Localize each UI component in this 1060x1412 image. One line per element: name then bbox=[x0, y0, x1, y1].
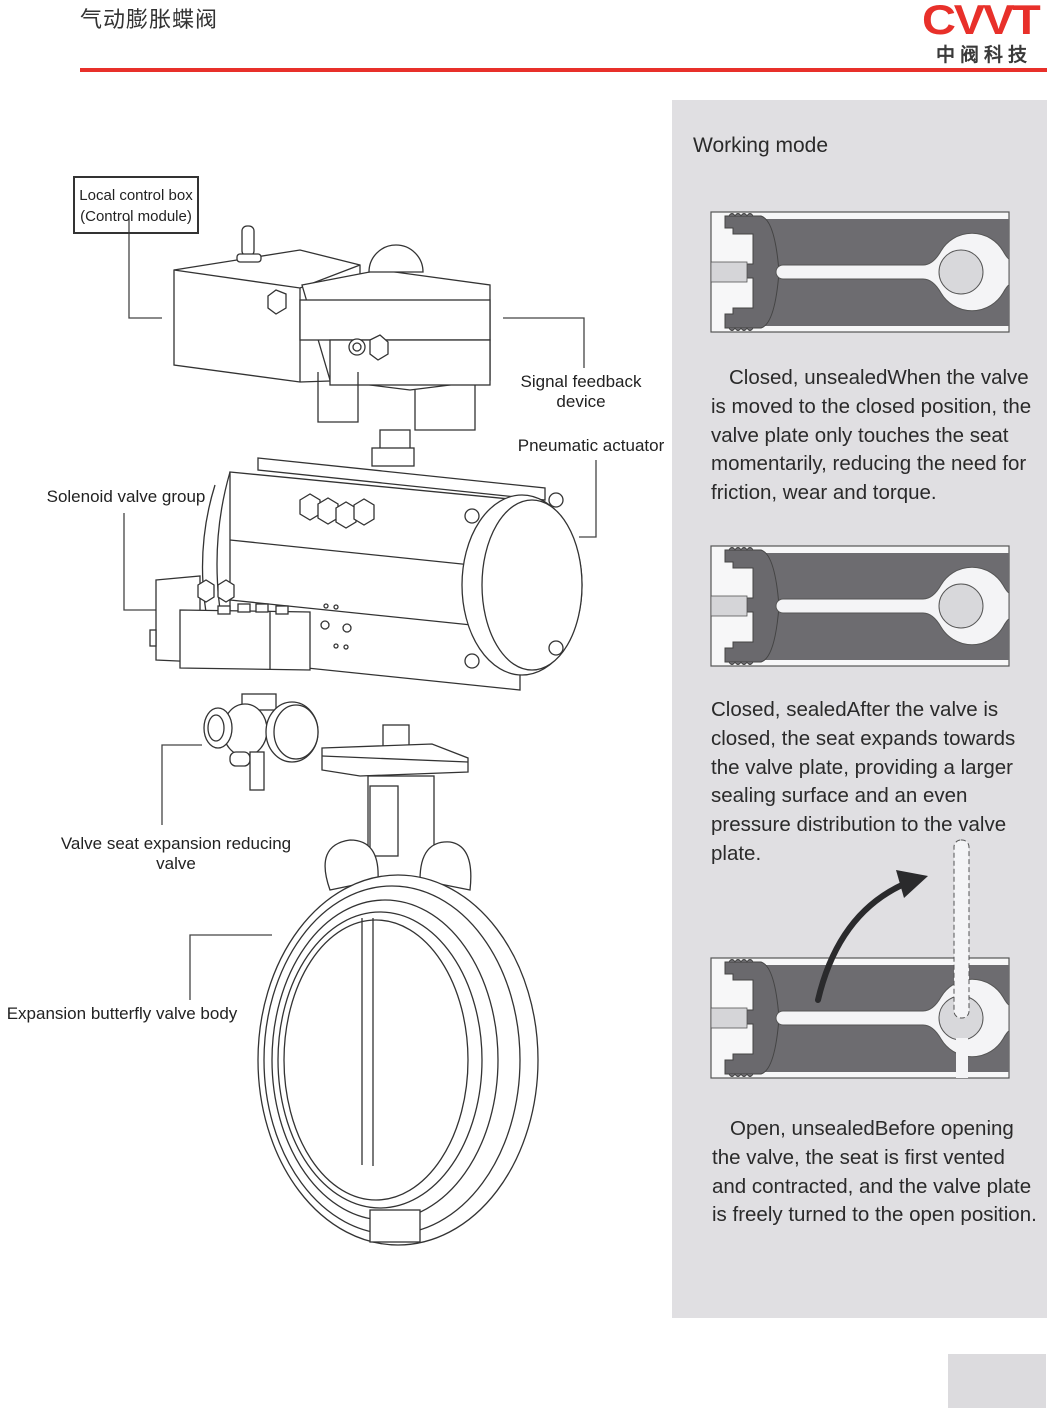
rotation-arrow-icon bbox=[815, 882, 905, 1003]
butterfly-valve-body-drawing bbox=[257, 724, 539, 1246]
mode-closed-unsealed-diagram bbox=[710, 211, 1010, 333]
label-control-box-line2: (Control module) bbox=[80, 208, 192, 225]
label-signal-feedback-line2: device bbox=[556, 392, 606, 411]
label-seat-valve-line1: Valve seat expansion reducing bbox=[60, 834, 292, 853]
mode-open-unsealed-diagram bbox=[710, 839, 1010, 1079]
arrow-head-icon bbox=[896, 870, 928, 898]
page-corner-block bbox=[948, 1354, 1046, 1408]
brand-subtitle: 中阀科技 bbox=[936, 44, 1033, 66]
mode-closed-sealed-diagram bbox=[710, 545, 1010, 667]
label-seat-valve-line2: valve bbox=[156, 854, 196, 873]
mode-closed-unsealed-text: Closed, unsealedWhen the valve is moved … bbox=[711, 366, 1032, 505]
mode-open-unsealed-text: Open, unsealedBefore opening the valve, … bbox=[712, 1117, 1037, 1227]
solenoid-valve-group-drawing bbox=[149, 575, 311, 671]
label-pneumatic-actuator: Pneumatic actuator bbox=[517, 436, 665, 455]
page-title: 气动膨胀蝶阀 bbox=[80, 8, 219, 33]
brand-wordmark: CVVT bbox=[922, 0, 1041, 43]
label-signal-feedback: Signal feedback device bbox=[505, 372, 657, 412]
reducing-valve-drawing bbox=[203, 693, 319, 791]
control-module-drawing bbox=[173, 225, 491, 451]
label-control-box-line1: Local control box bbox=[79, 187, 193, 204]
brand-logo: CVVT 中阀科技 bbox=[922, 0, 1050, 67]
working-mode-title: Working mode bbox=[693, 134, 829, 157]
label-solenoid-valve-group: Solenoid valve group bbox=[46, 487, 206, 506]
label-seat-expansion-valve: Valve seat expansion reducing valve bbox=[50, 834, 302, 874]
label-local-control-box: Local control box (Control module) bbox=[73, 176, 199, 234]
label-valve-body: Expansion butterfly valve body bbox=[6, 1004, 238, 1023]
mode-closed-sealed-text: Closed, sealedAfter the valve is closed,… bbox=[711, 698, 1016, 865]
header-divider bbox=[80, 68, 1047, 72]
label-signal-feedback-line1: Signal feedback bbox=[520, 372, 642, 391]
